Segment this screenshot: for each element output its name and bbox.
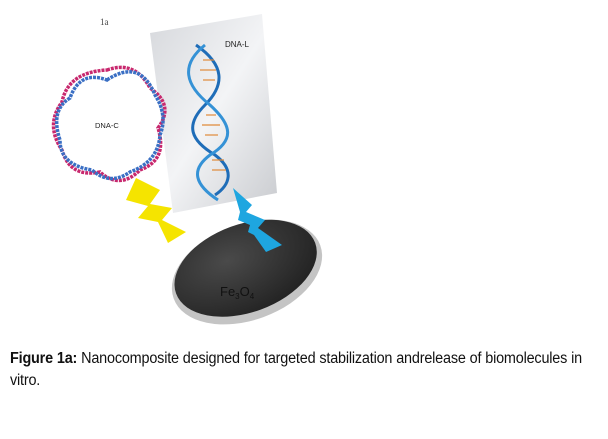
caption-label: Figure 1a: (10, 350, 78, 367)
linear-dna-card (150, 14, 277, 213)
dna-c-label: DNA-C (95, 121, 119, 130)
blue-bolt-icon (233, 188, 282, 252)
linear-dna-helix (187, 43, 230, 202)
dna-l-label: DNA-L (225, 40, 250, 49)
figure-caption: Figure 1a: Nanocomposite designed for ta… (10, 348, 582, 392)
fe3o4-nanoparticle (171, 219, 323, 325)
fe3o4-label: Fe3O4 (220, 284, 255, 301)
caption-text: Nanocomposite designed for targeted stab… (10, 350, 582, 389)
circular-dna (51, 65, 167, 183)
panel-label: 1a (100, 17, 109, 27)
figure-illustration: 1a DNA-L DNA-C Fe3O4 (51, 14, 323, 325)
yellow-bolt-icon (126, 178, 186, 243)
